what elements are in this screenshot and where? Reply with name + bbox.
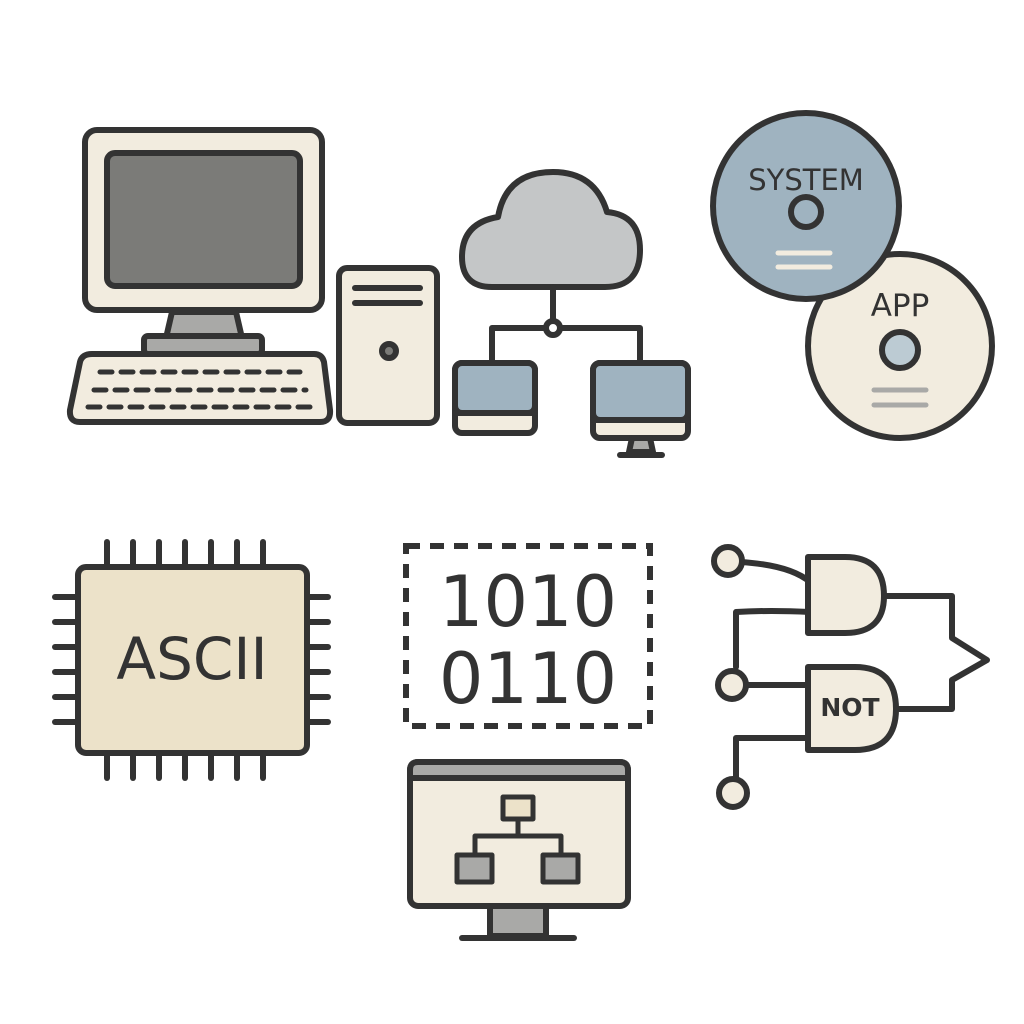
binary-line-1: 1010: [439, 561, 617, 643]
input-terminal-3: [716, 776, 750, 810]
input-terminal-1: [711, 544, 745, 578]
chip-body: [75, 564, 310, 756]
and-gate: [805, 554, 887, 636]
app-disc: [805, 251, 995, 441]
monitor-icon: [590, 360, 691, 458]
binary-line-2: 0110: [439, 638, 617, 720]
chip-pins-bottom: [104, 752, 266, 781]
flowchart-window-bar: [407, 759, 631, 781]
cloud-shape: [459, 169, 643, 290]
desktop-computer-icon: [66, 127, 334, 425]
microchip-icon: [52, 539, 331, 781]
not-gate-label: NOT: [820, 693, 879, 722]
tower-power-button: [379, 341, 399, 361]
chip-pins-left: [52, 594, 81, 725]
chip-label: ASCII: [116, 625, 267, 693]
binary-dashed-frame: [403, 543, 653, 729]
flowchart-monitor-icon: [407, 759, 631, 941]
chip-pins-right: [304, 594, 331, 725]
chip-pins-top: [104, 539, 266, 568]
system-disc-label: SYSTEM: [748, 163, 864, 197]
system-disc: [710, 110, 902, 302]
not-gate: [805, 664, 899, 753]
keyboard-keys: [85, 369, 315, 410]
logic-gates-icon: [711, 544, 990, 810]
app-disc-label: APP: [871, 288, 930, 324]
laptop-icon: [452, 360, 538, 436]
flowchart-monitor-stand: [487, 903, 549, 939]
binary-data-icon: [403, 543, 653, 729]
input-terminal-2: [715, 668, 749, 702]
software-discs-icon: [710, 110, 995, 441]
monitor-screen: [104, 150, 303, 289]
cloud-network-icon: [452, 169, 691, 458]
computer-tower-icon: [336, 265, 440, 426]
